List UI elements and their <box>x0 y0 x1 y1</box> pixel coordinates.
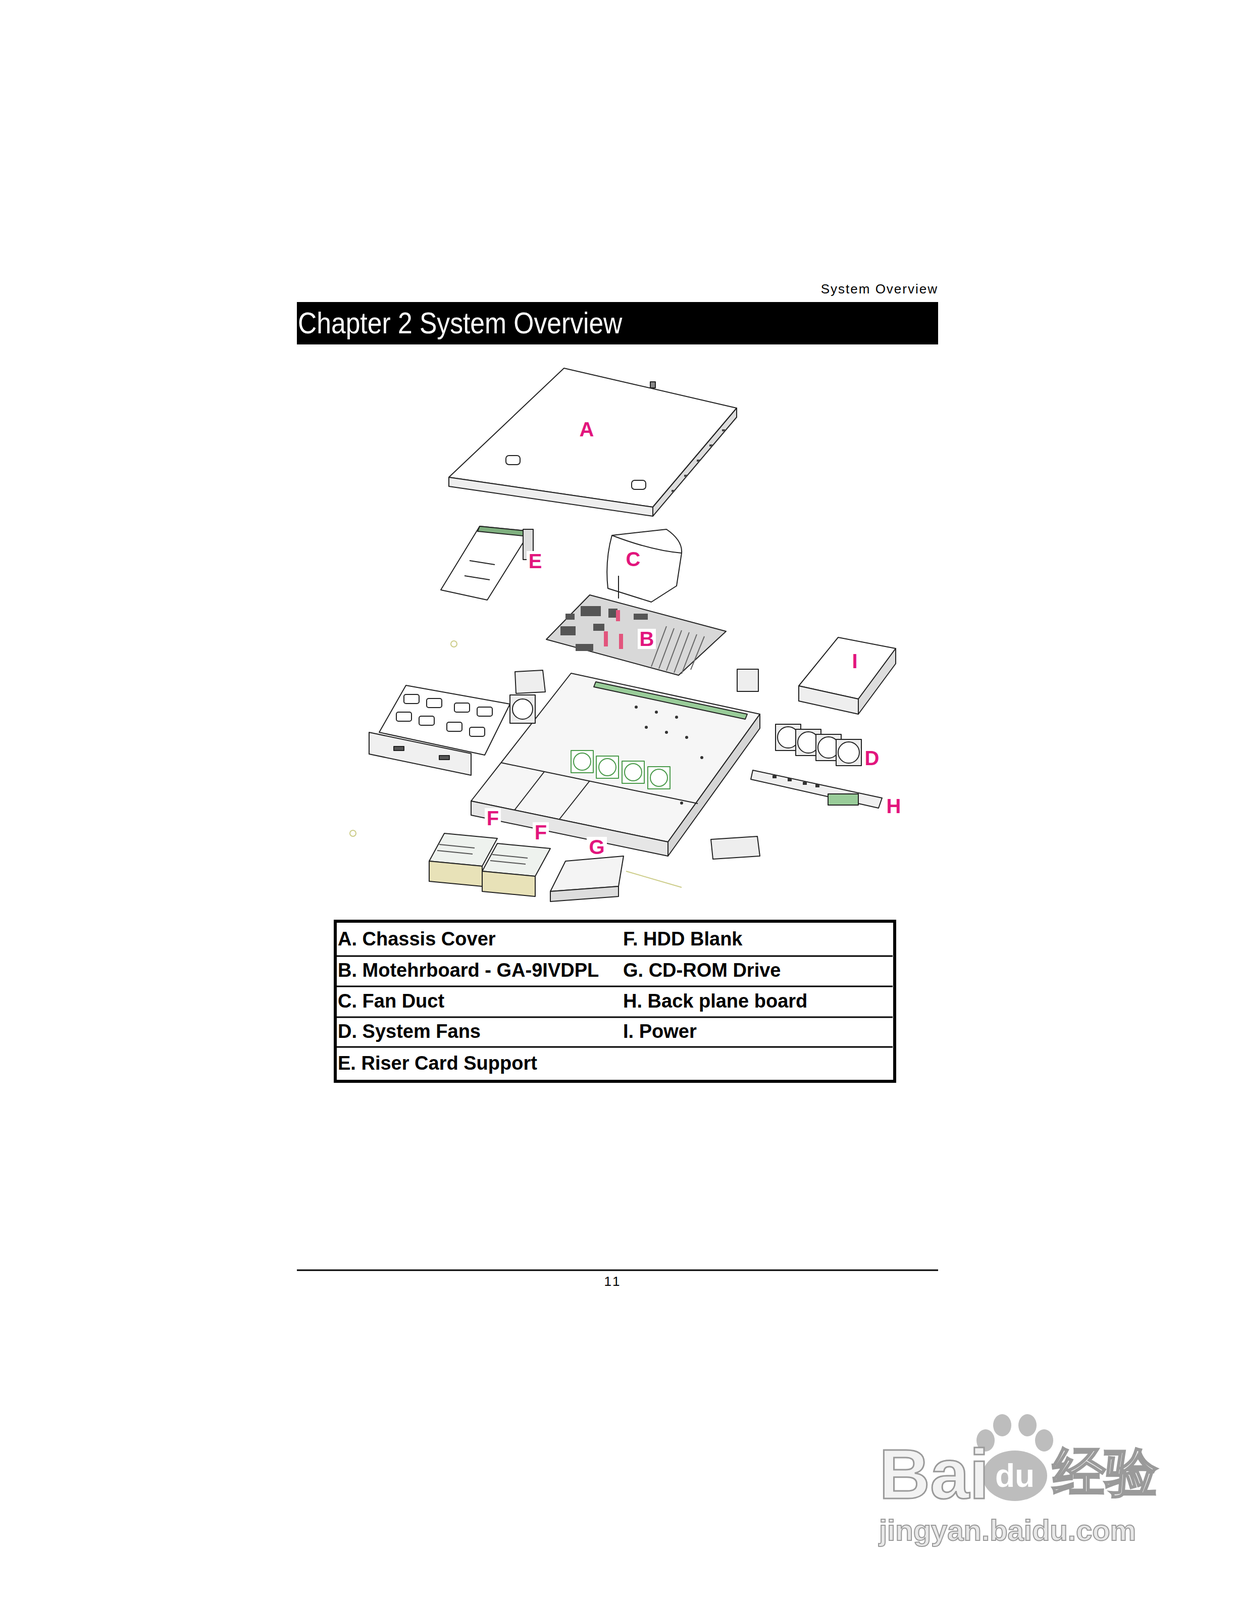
hdd-blank <box>482 843 551 877</box>
callout-letter: D <box>862 747 882 768</box>
chassis-board <box>593 681 748 719</box>
small-board <box>710 836 760 859</box>
title-bar: Chapter 2 System Overview <box>296 301 939 345</box>
board-components <box>560 605 648 651</box>
screw-mark <box>349 830 356 837</box>
cover-edge <box>448 477 653 517</box>
watermark: 经验 <box>1052 1445 1158 1499</box>
fan-duct-line <box>618 575 620 599</box>
callout-letter: F <box>484 807 501 829</box>
backplane-connector <box>828 793 859 805</box>
table-cell: E. Riser Card Support <box>337 1052 538 1074</box>
table-cell: F. HDD Blank <box>623 928 743 950</box>
strip-part <box>393 746 404 751</box>
callout-letter: I <box>849 650 860 672</box>
fan-duct <box>606 529 682 602</box>
table-cell: D. System Fans <box>337 1020 481 1043</box>
small-fan-hub <box>512 698 533 719</box>
chapter-title: Chapter 2 System Overview <box>297 307 623 339</box>
heatsink-fins <box>651 626 705 674</box>
chassis-fans <box>571 750 671 789</box>
strip-part <box>439 755 450 760</box>
callout-letter: A <box>577 419 597 440</box>
callout-letter: F <box>532 821 549 843</box>
power-supply-front <box>798 685 859 714</box>
bracket <box>515 670 546 694</box>
running-header: System Overview <box>820 281 939 297</box>
board-sockets <box>603 609 624 649</box>
cover-knob <box>650 381 656 388</box>
callout-letter: B <box>637 628 657 649</box>
riser-support <box>440 526 531 600</box>
bay-rail <box>559 780 590 819</box>
table-cell: A. Chassis Cover <box>337 928 496 950</box>
callout-letter: C <box>624 548 643 570</box>
power-supply-side <box>858 648 896 714</box>
cd-rom <box>550 855 624 892</box>
cover-handle <box>631 480 646 490</box>
watermark: jingyan.baidu.com <box>879 1515 1137 1545</box>
riser-line <box>469 560 495 565</box>
table-cell: C. Fan Duct <box>337 990 445 1012</box>
watermark: Bai <box>879 1438 990 1510</box>
cover-slots <box>671 429 726 492</box>
small-fan <box>509 694 536 724</box>
table-cell: H. Back plane board <box>623 990 808 1012</box>
hdd-blank-front <box>429 860 483 887</box>
table-border <box>335 920 895 1081</box>
system-fans <box>775 724 862 766</box>
table-cell: G. CD-ROM Drive <box>623 959 781 982</box>
hdd-grille <box>437 844 528 864</box>
screw-mark <box>450 640 457 647</box>
callout-letter: E <box>526 550 545 572</box>
front-strip <box>369 732 472 776</box>
fan-duct-edge <box>611 535 682 553</box>
cd-rom-front <box>550 886 619 902</box>
page-number: 11 <box>604 1273 623 1289</box>
chassis-side <box>667 713 760 856</box>
cover-handle <box>505 455 521 465</box>
guide-line <box>626 870 682 888</box>
motherboard <box>546 594 727 676</box>
bay-rail <box>514 771 545 810</box>
riser-line <box>464 575 490 580</box>
table-cell: I. Power <box>623 1020 697 1043</box>
callout-letter: G <box>586 836 607 857</box>
hdd-blank-front <box>482 870 536 897</box>
watermark: du <box>995 1459 1035 1492</box>
cover-edge <box>652 407 737 517</box>
block <box>737 668 759 692</box>
backplane <box>750 769 883 808</box>
screw-holes <box>634 705 704 805</box>
riser-slot <box>477 526 531 537</box>
table-cell: B. Motehrboard - GA-9IVDPL <box>337 959 599 982</box>
plate-holes <box>396 694 493 737</box>
footer-rule <box>296 1269 939 1271</box>
callout-letter: H <box>884 795 904 816</box>
backplane-parts <box>772 775 820 788</box>
table-rules <box>335 955 893 1047</box>
